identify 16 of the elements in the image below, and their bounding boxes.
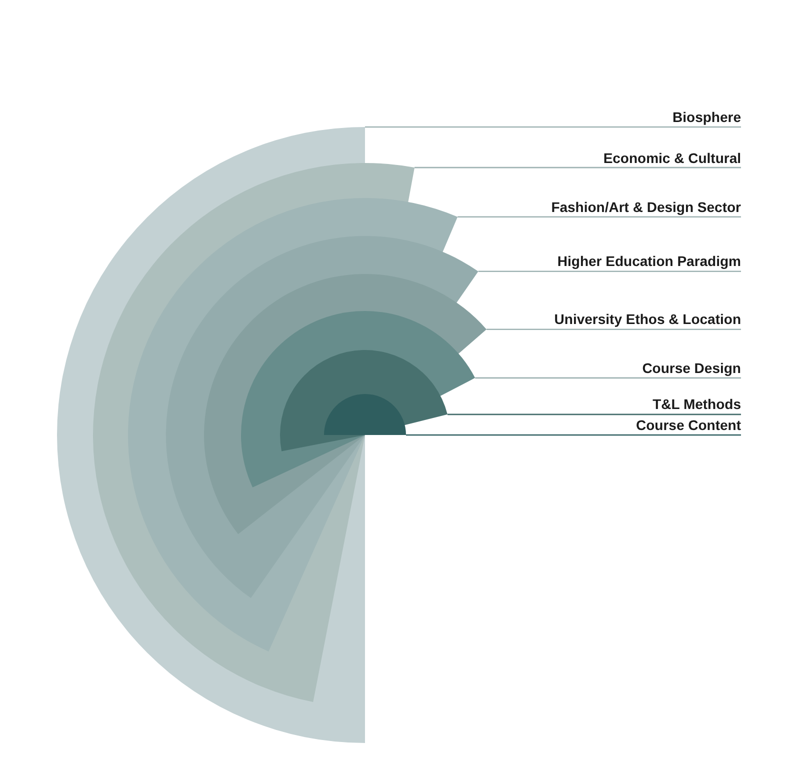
leader-line bbox=[475, 377, 741, 379]
layer-label: Course Design bbox=[642, 360, 741, 376]
leader-line bbox=[365, 126, 741, 128]
layer-label: Higher Education Paradigm bbox=[557, 253, 741, 270]
layer-label: T&L Methods bbox=[652, 396, 741, 412]
leader-line bbox=[414, 166, 741, 168]
leader-line bbox=[458, 216, 741, 218]
leader-line bbox=[447, 414, 741, 416]
leader-line bbox=[486, 328, 741, 330]
layer-label: Course Content bbox=[636, 417, 741, 433]
leader-line bbox=[478, 270, 741, 272]
leader-line bbox=[406, 434, 741, 436]
layer-label: Economic & Cultural bbox=[603, 150, 741, 166]
layer-label: Fashion/Art & Design Sector bbox=[551, 198, 741, 215]
layer-label: Biosphere bbox=[672, 109, 741, 125]
layer-label: University Ethos & Location bbox=[554, 311, 741, 328]
